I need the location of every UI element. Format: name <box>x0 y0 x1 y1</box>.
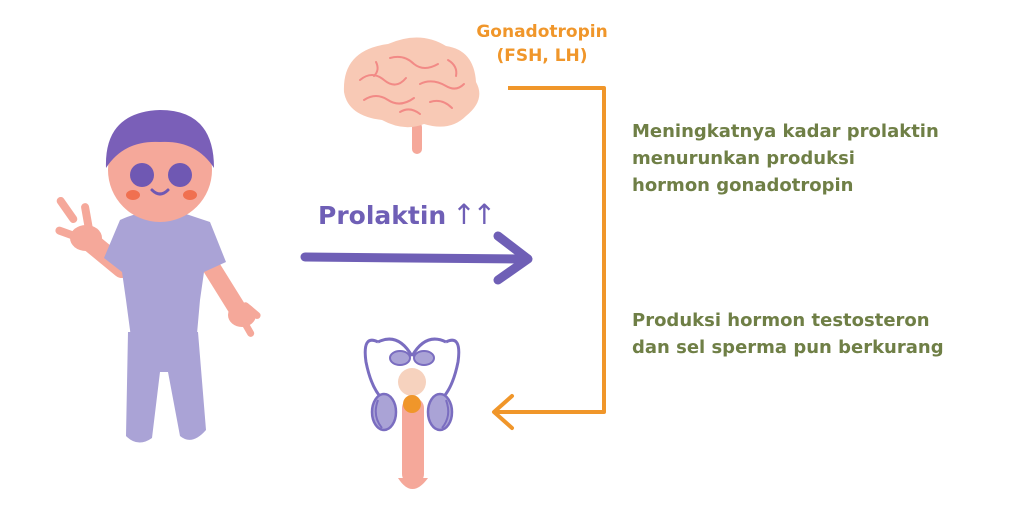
right-arm <box>201 256 247 319</box>
note-line: dan sel sperma pun berkurang <box>632 337 944 358</box>
left-eye <box>130 163 154 187</box>
reproductive-organ-icon <box>363 337 461 489</box>
gonadotropin-title: Gonadotropin <box>476 22 608 42</box>
prolactin-label: Prolaktin↑↑ <box>318 198 496 231</box>
trousers <box>126 332 206 443</box>
boy-figure <box>55 110 261 443</box>
prolactin-text: Prolaktin <box>318 201 447 230</box>
brain-icon <box>343 37 480 154</box>
prolactin-arrow <box>300 231 533 285</box>
increase-arrows-icon: ↑↑ <box>452 198 496 231</box>
right-eye <box>168 163 192 187</box>
note-line: hormon gonadotropin <box>632 175 854 196</box>
feedback-arrow <box>492 86 606 430</box>
right-hand-icon <box>228 302 261 337</box>
gonadotropin-label: Gonadotropin (FSH, LH) <box>462 20 622 68</box>
note-testosterone-effect: Produksi hormon testosteron dan sel sper… <box>632 307 944 361</box>
note-line: menurunkan produksi <box>632 148 855 169</box>
shirt <box>104 210 226 345</box>
note-line: Produksi hormon testosteron <box>632 310 930 331</box>
hair <box>105 110 214 168</box>
gonadotropin-subtitle: (FSH, LH) <box>496 46 588 66</box>
note-prolactin-effect: Meningkatnya kadar prolaktin menurunkan … <box>632 118 939 199</box>
note-line: Meningkatnya kadar prolaktin <box>632 121 939 142</box>
